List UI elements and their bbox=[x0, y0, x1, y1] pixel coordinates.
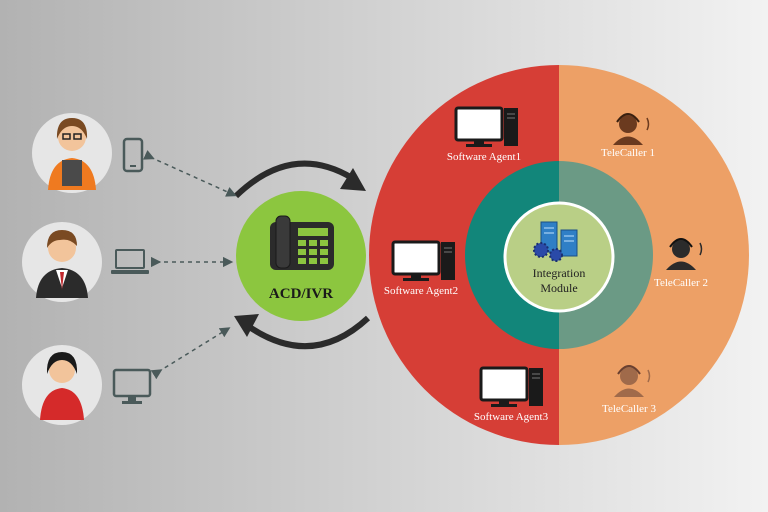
desktop-monitor-icon bbox=[112, 368, 152, 404]
telecaller-2-headset-icon bbox=[666, 238, 703, 270]
laptop-icon bbox=[111, 249, 149, 274]
arrow-lower bbox=[246, 315, 371, 349]
telecaller-1-label: TeleCaller 1 bbox=[601, 147, 655, 159]
integration-module-line2: Module bbox=[540, 281, 577, 295]
mobile-phone-icon bbox=[122, 137, 144, 173]
agent-ring bbox=[369, 65, 749, 445]
dashed-connections bbox=[143, 150, 237, 380]
software-agent-3-label: Software Agent3 bbox=[474, 411, 549, 423]
acd-ivr-label: ACD/IVR bbox=[269, 286, 333, 302]
telecaller-2-label: TeleCaller 2 bbox=[654, 277, 708, 289]
software-agent-1-label: Software Agent1 bbox=[447, 151, 521, 163]
arrow-upper bbox=[233, 160, 354, 199]
desk-phone-icon bbox=[270, 215, 334, 270]
software-agent-1-computer-icon bbox=[454, 106, 518, 147]
software-agent-2-computer-icon bbox=[391, 240, 455, 281]
telecaller-1-headset-icon bbox=[613, 113, 650, 145]
integration-module-line1: Integration bbox=[533, 266, 586, 280]
customer-3-woman-avatar bbox=[40, 352, 84, 420]
software-agent-3-computer-icon bbox=[479, 366, 543, 407]
telecaller-3-headset-icon bbox=[614, 365, 651, 397]
connection-mobile bbox=[143, 150, 237, 197]
customer-1-woman-avatar bbox=[48, 118, 96, 190]
telecaller-3-label: TeleCaller 3 bbox=[602, 403, 656, 415]
arrow-lower-head bbox=[234, 314, 259, 337]
server-gears-icon bbox=[533, 221, 578, 262]
customer-3-avatar-bg bbox=[22, 345, 102, 425]
connection-desktop bbox=[150, 327, 231, 380]
routing-arrows bbox=[233, 160, 371, 349]
software-agent-2-label: Software Agent2 bbox=[384, 285, 458, 297]
customer-2-man-avatar bbox=[36, 230, 88, 298]
arrow-upper-head bbox=[340, 168, 366, 191]
